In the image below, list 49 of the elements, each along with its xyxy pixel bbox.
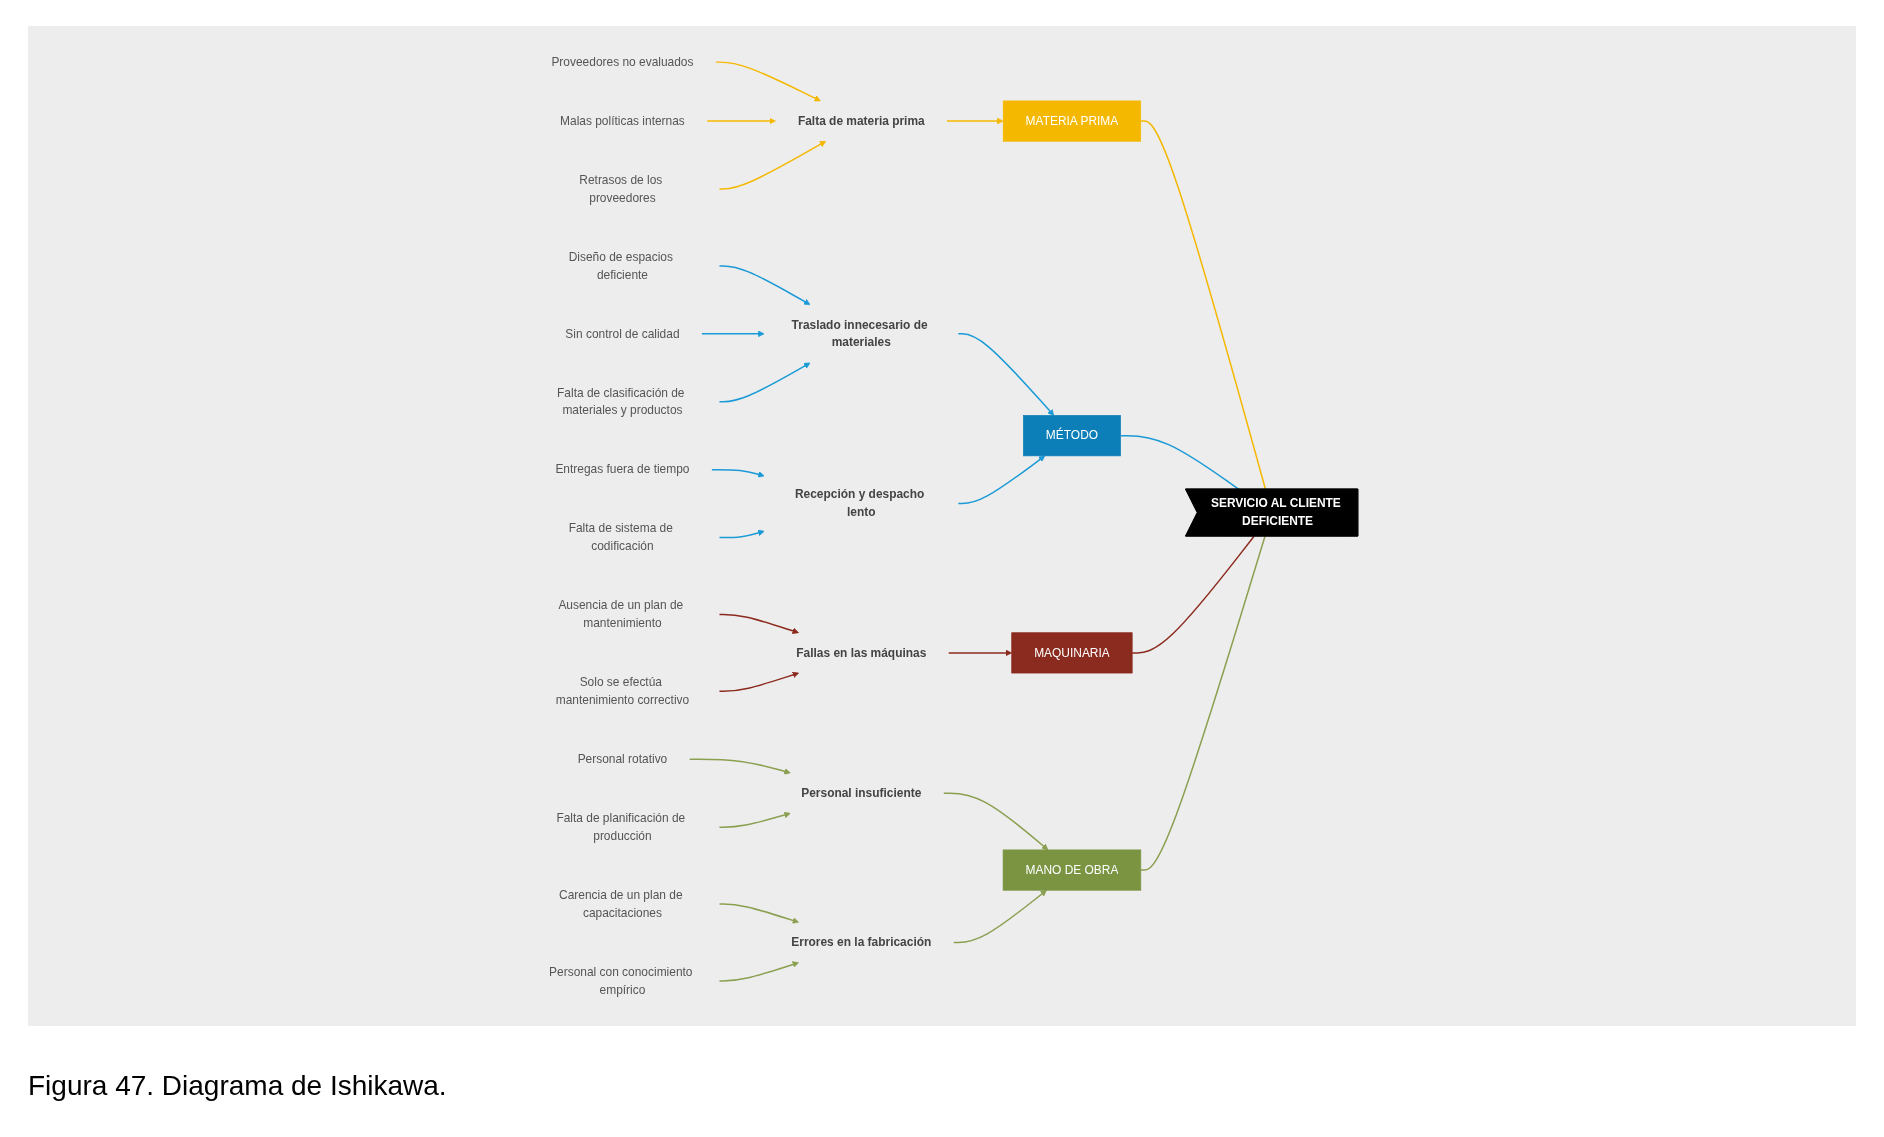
arrow	[715, 61, 822, 102]
node-text: Diseño de espacios deficiente	[569, 250, 674, 281]
node-text: Personal con conocimiento empírico	[549, 965, 693, 996]
arrow	[953, 889, 1048, 944]
arrow	[701, 330, 765, 338]
node-text: Falta de sistema de codificación	[569, 521, 674, 553]
node-box: MAQUINARIA	[1011, 632, 1133, 674]
arrow	[719, 671, 800, 693]
arrow	[706, 117, 777, 125]
node-text: Sin control de calidad	[565, 327, 680, 340]
node-text: Personal insuficiente	[801, 786, 922, 800]
arrow	[719, 961, 800, 982]
arrow	[719, 529, 765, 539]
arrow	[948, 649, 1013, 657]
node-text: Falta de planificación de producción	[556, 811, 686, 843]
arrow	[946, 117, 1004, 125]
arrow	[719, 362, 811, 403]
node-text: Ausencia de un plan de mantenimiento	[558, 598, 684, 630]
arrow	[957, 455, 1046, 505]
node-text: Solo se efectúa mantenimiento correctivo	[556, 675, 690, 707]
node-text: Personal rotativo	[578, 752, 668, 766]
node-box: MATERIA PRIMA	[1003, 100, 1142, 142]
node-box: MÉTODO	[1023, 415, 1122, 457]
node-text: Recepción y despacho lento	[795, 487, 925, 519]
node-text: Proveedores no evaluados	[551, 55, 694, 69]
arrow	[711, 468, 765, 478]
node-text: Errores en la fabricación	[791, 935, 932, 949]
node-text: Carencia de un plan de capacitaciones	[559, 888, 683, 919]
arrow	[689, 758, 792, 775]
arrow	[719, 811, 792, 828]
arrow	[719, 265, 811, 305]
connector	[1131, 535, 1255, 654]
connector	[1140, 120, 1267, 491]
node-text: Malas políticas internas	[560, 114, 686, 128]
node-text: Traslado innecesario de materiales	[791, 318, 929, 349]
arrow	[719, 140, 827, 190]
arrow	[943, 792, 1049, 851]
node-text: Retrasos de los proveedores	[579, 173, 663, 204]
node-text: Entregas fuera de tiempo	[555, 462, 690, 476]
arrow	[957, 333, 1055, 416]
node-text: Falta de clasificación de materiales y productos	[557, 386, 685, 417]
node-box: MANO DE OBRA	[1003, 849, 1142, 891]
connector	[1140, 535, 1267, 871]
arrow	[719, 903, 800, 924]
node-text: Falta de materia prima	[798, 114, 926, 128]
arrow	[719, 613, 800, 635]
figure-caption: Figura 47. Diagrama de Ishikawa.	[28, 1070, 447, 1102]
connector	[1120, 434, 1240, 491]
node-text: Fallas en las máquinas	[796, 646, 927, 659]
